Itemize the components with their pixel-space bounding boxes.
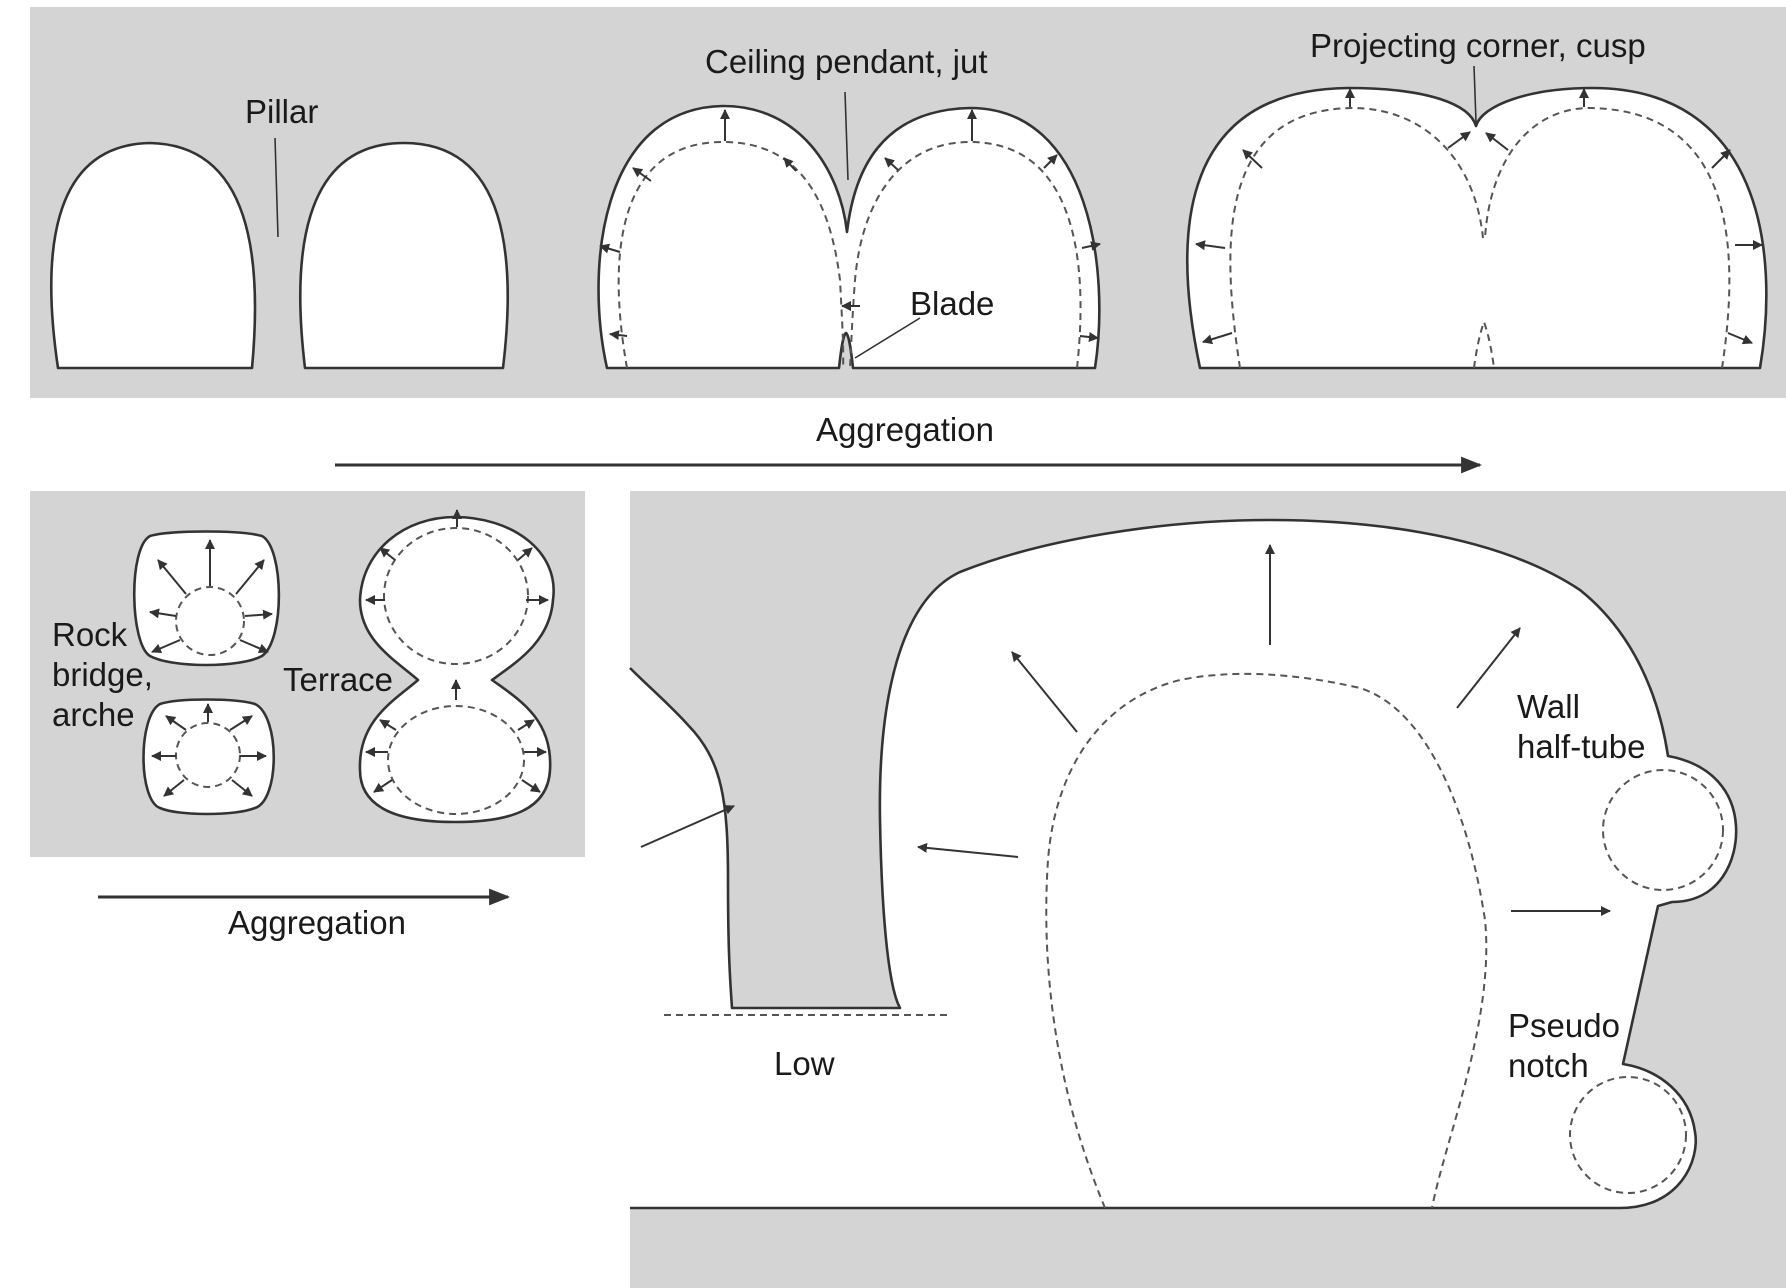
label-aggregation-top: Aggregation: [816, 411, 994, 448]
stage-joining-passages: Ceiling pendant, jut Blade: [597, 43, 1101, 370]
ceiling-pendant-pointer: [844, 91, 849, 181]
label-pseudo-notch-line2: notch: [1508, 1047, 1589, 1084]
erosion-arrows-stage3: [1195, 88, 1763, 345]
label-pseudo-notch-line1: Pseudo: [1508, 1007, 1620, 1044]
label-blade: Blade: [910, 285, 994, 322]
rock-bridge-tubes: Rock bridge, arche: [52, 530, 281, 816]
blade-pointer: [854, 317, 921, 359]
terrace-tubes: Terrace: [283, 509, 555, 824]
label-ceiling-pendant: Ceiling pendant, jut: [705, 43, 988, 80]
large-passage-section: Wall half-tube Pseudo notch Low: [629, 491, 1786, 1288]
erosion-arrows-terrace: [365, 509, 549, 793]
label-projecting-corner: Projecting corner, cusp: [1310, 27, 1646, 64]
stage-separate-passages: Pillar: [49, 93, 510, 370]
wall-half-tube-outline: [1602, 769, 1724, 891]
erosion-arrows-bridge: [149, 539, 273, 797]
label-rock-bridge-line1: Rock: [52, 616, 128, 653]
pseudo-notch-outline: [1569, 1076, 1687, 1194]
label-rock-bridge-line2: bridge,: [52, 656, 153, 693]
label-terrace: Terrace: [283, 661, 393, 698]
bottom-right-rock-panel: [630, 491, 1786, 1288]
label-pillar: Pillar: [245, 93, 318, 130]
pillar-pointer: [274, 137, 279, 238]
label-low: Low: [774, 1045, 835, 1082]
erosion-arrows-stage2: [599, 109, 1101, 342]
label-wall-half-tube-line2: half-tube: [1517, 728, 1645, 765]
projecting-corner-pointer: [1473, 65, 1477, 123]
label-rock-bridge-line3: arche: [52, 696, 135, 733]
initial-passage-outline: [1045, 672, 1488, 1209]
stage-merged-passage: Projecting corner, cusp: [1186, 27, 1768, 370]
erosion-arrows-large: [640, 544, 1611, 916]
label-aggregation-bottom: Aggregation: [228, 904, 406, 941]
label-wall-half-tube-line1: Wall: [1517, 688, 1580, 725]
